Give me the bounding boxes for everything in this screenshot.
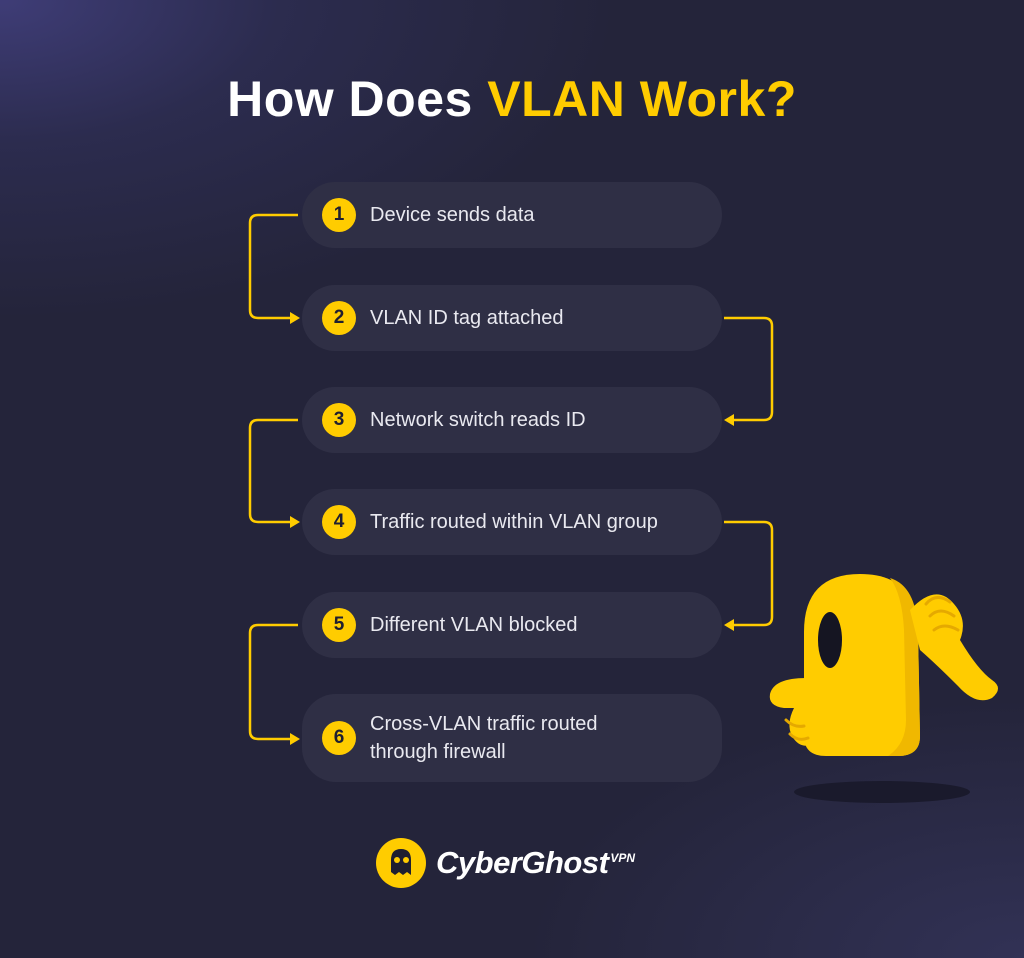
brand-name: CyberGhost xyxy=(436,845,609,880)
step-label: Traffic routed within VLAN group xyxy=(370,511,658,533)
step-label: Device sends data xyxy=(370,204,535,226)
step-3: 3 Network switch reads ID xyxy=(302,387,722,453)
step-label: Cross-VLAN traffic routed through firewa… xyxy=(370,713,598,763)
step-number-badge: 6 xyxy=(322,721,356,755)
step-number-badge: 3 xyxy=(322,403,356,437)
connector-1-2 xyxy=(248,213,298,320)
connector-4-5 xyxy=(724,520,774,627)
step-label: Network switch reads ID xyxy=(370,409,586,431)
step-6: 6 Cross-VLAN traffic routed through fire… xyxy=(302,694,722,782)
brand-logo: CyberGhost VPN xyxy=(376,838,635,888)
arrowhead-5 xyxy=(724,619,734,631)
arrowhead-3 xyxy=(724,414,734,426)
connector-3-4 xyxy=(248,418,298,524)
step-number-badge: 1 xyxy=(322,198,356,232)
connector-5-6 xyxy=(248,623,298,741)
brand-suffix: VPN xyxy=(610,851,636,865)
arrowhead-2 xyxy=(290,312,300,324)
step-label: Different VLAN blocked xyxy=(370,614,578,636)
connector-2-3 xyxy=(724,316,774,422)
title-prefix: How Does xyxy=(227,71,488,127)
step-5: 5 Different VLAN blocked xyxy=(302,592,722,658)
step-number-badge: 4 xyxy=(322,505,356,539)
arrowhead-6 xyxy=(290,733,300,745)
title-highlight: VLAN Work? xyxy=(487,71,797,127)
step-2: 2 VLAN ID tag attached xyxy=(302,285,722,351)
step-1: 1 Device sends data xyxy=(302,182,722,248)
step-4: 4 Traffic routed within VLAN group xyxy=(302,489,722,555)
step-number-badge: 5 xyxy=(322,608,356,642)
page-title: How Does VLAN Work? xyxy=(0,70,1024,128)
arrowhead-4 xyxy=(290,516,300,528)
ghost-logo-icon xyxy=(376,838,426,888)
step-number-badge: 2 xyxy=(322,301,356,335)
step-label: VLAN ID tag attached xyxy=(370,307,564,329)
ghost-mascot-icon xyxy=(769,574,998,803)
